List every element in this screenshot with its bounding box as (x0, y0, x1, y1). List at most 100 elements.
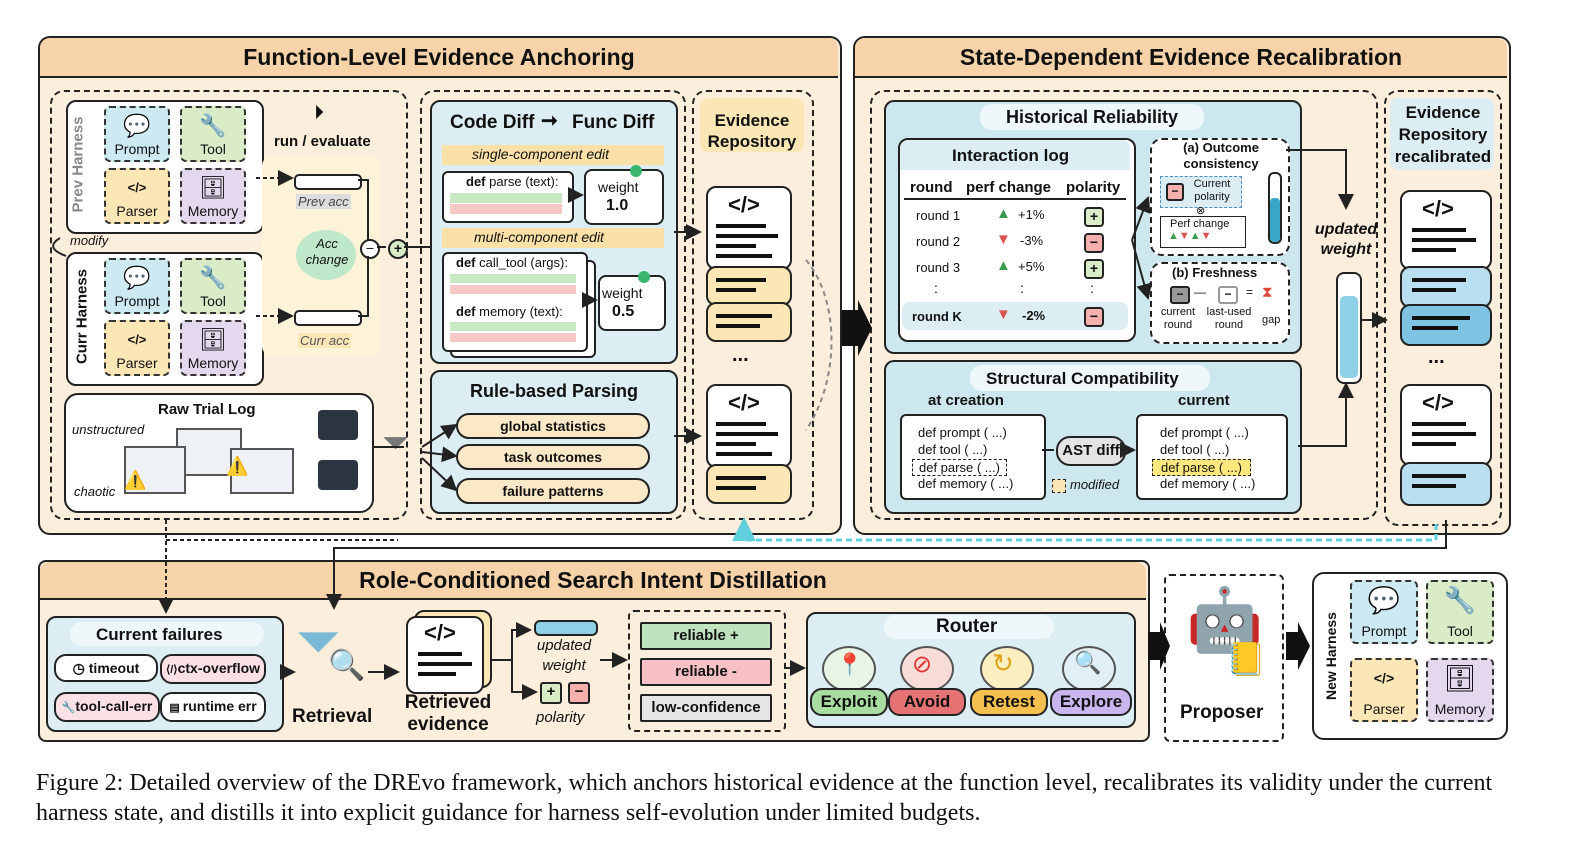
row-ellipsis-pol: : (1090, 280, 1094, 296)
failures-title-pill (70, 622, 264, 646)
code-icon: </> (1422, 196, 1454, 221)
acc-change-circle (296, 230, 356, 280)
current-round-badge: − (1170, 286, 1190, 304)
current-def-tool: def tool ( ...) (1160, 442, 1230, 457)
triangles-icon: ▲▼▲▼ (1168, 230, 1212, 242)
thermometer-fill (1270, 198, 1280, 242)
multi-edit-label: multi-component edit (474, 229, 604, 245)
database-icon: 🗄 (199, 327, 227, 352)
evidence-repo-title: Evidence Repository (707, 111, 797, 151)
panel-recalibration-title: State-Dependent Evidence Recalibration (855, 38, 1507, 78)
wrench-icon: 🔧 (199, 113, 227, 138)
mismatch-icon: ⊗ (1196, 205, 1206, 217)
minus-op: − (360, 239, 380, 259)
col-round: round (910, 179, 953, 196)
modified-swatch (1052, 479, 1066, 493)
play-icon: ⏵ (314, 102, 324, 124)
creation-def-memory: def memory ( ...) (918, 476, 1014, 491)
code-icon: </> (728, 192, 760, 217)
code-icon: </> (728, 390, 760, 415)
speech-bubble-icon: 💬 (123, 265, 151, 290)
new-memory: 🗄Memory (1426, 658, 1494, 722)
current-round-label: current round (1160, 306, 1196, 331)
reliable-minus: reliable - (640, 658, 772, 686)
recal-repo-header (1390, 98, 1494, 170)
search-icon: 🔍 (1074, 650, 1102, 675)
proposer-label: Proposer (1180, 702, 1264, 723)
router-title: Router (936, 616, 998, 637)
creation-defs (900, 414, 1046, 500)
current-label: current (1178, 392, 1230, 409)
current-def-memory: def memory ( ...) (1160, 476, 1256, 491)
terminal-icon (318, 410, 358, 440)
at-creation-label: at creation (928, 392, 1004, 409)
rule-parsing-title: Rule-based Parsing (470, 381, 639, 401)
weight-label-2: weight (602, 285, 643, 301)
single-edit-label: single-component edit (472, 146, 609, 162)
modified-label: modified (1070, 477, 1120, 492)
curr-acc-bar (294, 310, 362, 326)
structural-title-pill (970, 365, 1210, 391)
curr-acc-label: Curr acc (298, 333, 352, 348)
col-polarity: polarity (1066, 179, 1121, 196)
plus-op: + (388, 239, 408, 259)
warning-icon: ⚠️ (124, 470, 147, 490)
freshness-eq: = (1246, 285, 1254, 299)
evidence-card-3 (706, 302, 792, 342)
header-underline (904, 198, 1126, 200)
figure-caption: Figure 2: Detailed overview of the DREvo… (36, 770, 1493, 826)
magnifier-icon: 🔍 (328, 649, 366, 682)
evidence-repo-header (700, 98, 804, 152)
wrench-icon: 🔧 (61, 702, 76, 714)
prev-parser: </>Parser (104, 168, 170, 224)
database-icon: 🗄 (199, 175, 227, 200)
code-icon: </> (424, 620, 456, 645)
code-diff-label: Code Diff (450, 112, 535, 133)
up-triangle-icon: ▲ (996, 205, 1011, 222)
failure-timeout: ◷ timeout (54, 654, 158, 682)
func-diff-label: Func Diff (572, 112, 655, 133)
current-def-parse: def parse ( ...) (1152, 459, 1251, 476)
curr-tool: 🔧Tool (180, 258, 246, 314)
current-defs (1136, 414, 1288, 500)
check-icon (630, 165, 642, 177)
structural-title: Structural Compatibility (986, 369, 1179, 388)
exploit-icon (822, 646, 876, 692)
route-avoid: Avoid (888, 688, 966, 716)
row3-change: +5% (1018, 259, 1045, 274)
rule-item-global: global statistics (456, 413, 650, 439)
speech-bubble-icon: 💬 (123, 113, 151, 138)
code-icon: ⟨/⟩ (165, 664, 178, 676)
route-retest: Retest (970, 688, 1048, 716)
harness-group (50, 90, 408, 520)
document-icon: ▤ (169, 702, 183, 714)
arrow-right-icon: ➞ (541, 110, 558, 132)
col-perf-change: perf change (966, 179, 1052, 196)
last-used-label: last-used round (1206, 306, 1252, 331)
add-line (450, 274, 576, 283)
distill-polarity: polarity (536, 709, 585, 726)
freshness-dash: — (1194, 285, 1206, 299)
wrench-icon: 🔧 (1443, 585, 1477, 615)
down-triangle-icon: ▼ (996, 231, 1011, 248)
gap-label: gap (1262, 314, 1281, 326)
reliable-plus: reliable + (640, 622, 772, 650)
code-window-icon: </> (127, 332, 147, 347)
del-line (450, 204, 562, 214)
del-line (450, 333, 576, 342)
row3-round: round 3 (916, 260, 961, 275)
curr-harness-label: Curr Harness (73, 268, 91, 365)
rowk-round: round K (912, 309, 962, 324)
recal-card-3 (1400, 304, 1492, 346)
code-icon: </> (1422, 390, 1454, 415)
add-line (450, 193, 562, 203)
prev-harness-label: Prev Harness (69, 116, 87, 213)
rowk-change: -2% (1022, 308, 1046, 323)
down-triangle-icon: ▼ (996, 306, 1011, 323)
weight-label-1: weight (598, 179, 639, 195)
row1-round: round 1 (916, 208, 961, 223)
code-window-icon: </> (1373, 670, 1395, 686)
prev-acc-bar (294, 174, 362, 190)
router-title-pill (884, 615, 1054, 639)
low-confidence: low-confidence (640, 694, 772, 722)
